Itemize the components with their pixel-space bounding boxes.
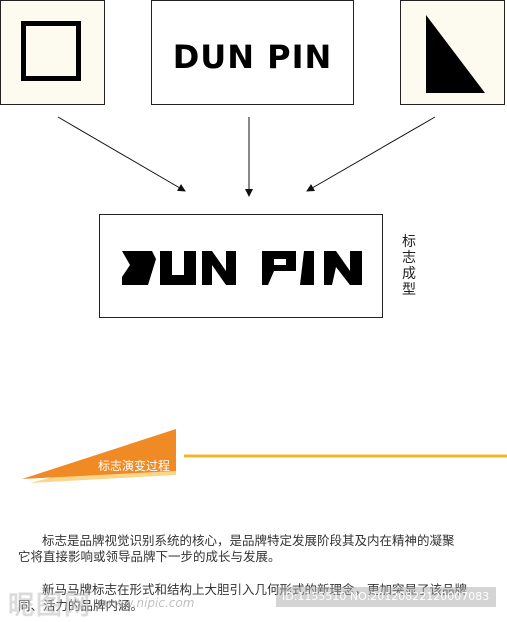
paragraph-1-line-1: 标志是品牌视觉识别系统的核心，是品牌特定发展阶段其及内在精神的凝聚 bbox=[42, 533, 455, 548]
source-wordmark: DUN PIN bbox=[172, 38, 333, 76]
section-title: 标志演变过程 bbox=[98, 459, 171, 473]
watermark-url: www.nipic.com bbox=[104, 596, 195, 610]
logo-letter-d bbox=[122, 251, 156, 285]
section-banner bbox=[22, 429, 507, 483]
source-square-box bbox=[0, 0, 105, 105]
final-logo-box bbox=[99, 214, 383, 318]
label-char: 成 bbox=[402, 266, 416, 282]
watermark-id-bar: ID:1155510 NO:20120822120007083 bbox=[276, 587, 496, 607]
right-triangle-shape bbox=[426, 15, 485, 93]
paragraph-2-line-2: 同、活力的品牌内涵。 bbox=[18, 598, 144, 613]
final-logo-graphic bbox=[122, 251, 362, 285]
arrows-layer bbox=[57, 116, 436, 197]
square-outline-shape bbox=[21, 21, 81, 81]
arrow-right bbox=[306, 116, 436, 192]
source-wordmark-box: DUN PIN bbox=[151, 0, 354, 105]
logo-letter-i bbox=[300, 251, 314, 285]
label-char: 型 bbox=[402, 282, 416, 298]
logo-letter-u bbox=[160, 251, 196, 285]
logo-letter-n-1 bbox=[202, 251, 236, 285]
label-char: 志 bbox=[402, 250, 416, 266]
arrow-left bbox=[57, 116, 186, 192]
logo-formed-label: 标 志 成 型 bbox=[400, 234, 418, 298]
logo-letter-p bbox=[262, 251, 296, 285]
banner-wedge-shape bbox=[22, 429, 176, 479]
paragraph-1-line-2: 它将直接影响或领导品牌下一步的成长与发展。 bbox=[18, 549, 281, 564]
label-char: 标 bbox=[402, 234, 416, 250]
logo-letter-n-2 bbox=[324, 251, 362, 285]
source-triangle-box bbox=[400, 0, 505, 105]
triangle-graphic bbox=[426, 15, 485, 93]
watermark-site-name: 昵图网 bbox=[8, 591, 93, 621]
